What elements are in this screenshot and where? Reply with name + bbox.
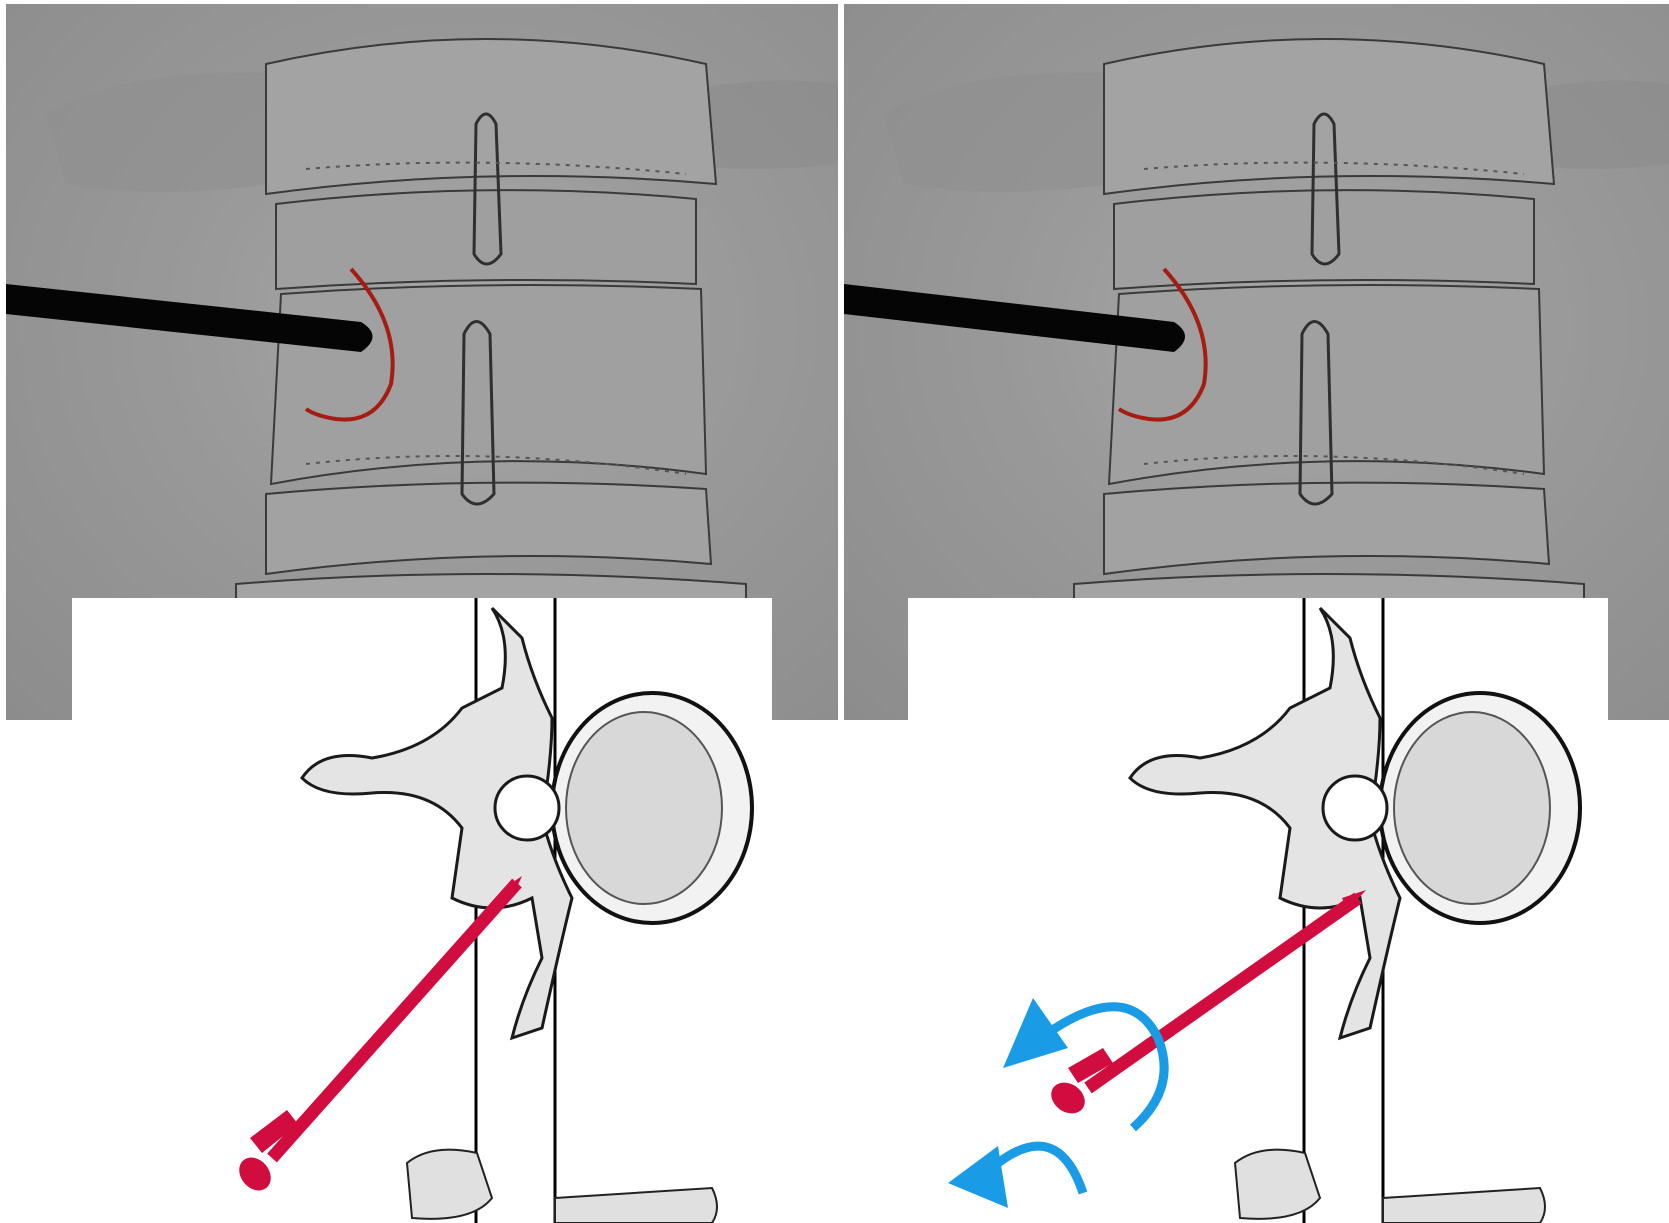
panel-left [0, 0, 838, 1223]
panel-right [838, 0, 1669, 1223]
vertebra-diagram-right [908, 598, 1608, 1223]
rotation-arrow-icon [998, 1146, 1083, 1193]
vertebra-diagram-left [72, 598, 772, 1223]
